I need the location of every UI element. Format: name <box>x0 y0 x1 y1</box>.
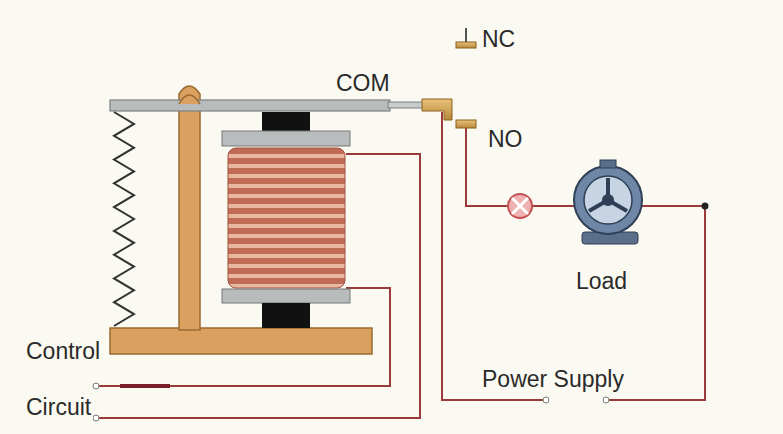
control-resistor <box>120 384 170 388</box>
armature <box>110 100 390 111</box>
com-wire <box>442 112 543 400</box>
control-label: Control <box>24 340 102 363</box>
pivot-post <box>179 86 200 330</box>
no-label: NO <box>488 128 523 151</box>
supply-label: Power Supply <box>480 368 626 391</box>
coil-wire-b <box>98 288 390 386</box>
coil <box>228 148 345 288</box>
junction-dot <box>702 203 709 210</box>
supply-terminal <box>603 397 609 403</box>
load-label: Load <box>576 270 627 293</box>
nc-contact <box>456 28 476 48</box>
supply-terminal <box>543 397 549 403</box>
spring <box>114 112 134 326</box>
com-contact <box>422 99 452 120</box>
core-bottom <box>262 303 310 328</box>
control-terminal <box>93 415 99 421</box>
armature-tip <box>388 102 424 108</box>
lamp-motor-wire <box>532 205 575 207</box>
core-plate-bottom <box>222 289 350 303</box>
com-label: COM <box>336 72 390 95</box>
control-terminal <box>93 383 99 389</box>
lamp-symbol <box>508 194 532 218</box>
nc-label: NC <box>482 28 515 51</box>
core-plate-top <box>222 131 350 146</box>
pivot-top <box>179 95 200 104</box>
circuit-label: Circuit <box>24 396 93 419</box>
motor-load <box>574 160 642 244</box>
base-plate <box>110 328 372 354</box>
core-top <box>262 112 310 132</box>
no-contact <box>456 120 476 128</box>
